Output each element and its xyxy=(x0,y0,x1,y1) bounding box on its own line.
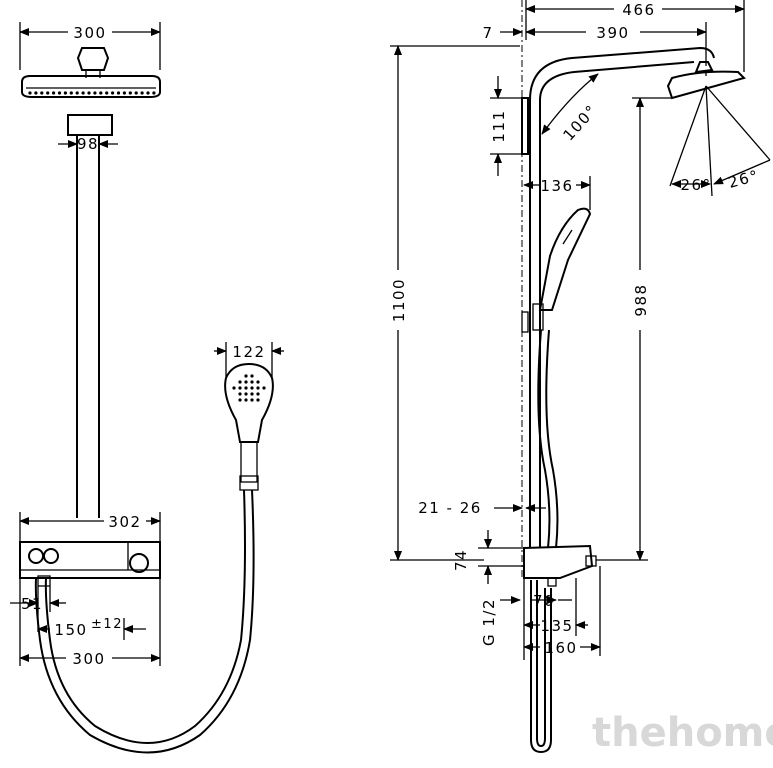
dim-connection-thread: G 1/2 xyxy=(480,598,498,646)
dim-total-height: 1100 xyxy=(390,278,408,322)
dim-head-width: 300 xyxy=(73,24,106,42)
dim-base-width: 300 xyxy=(72,650,105,668)
dim-hand-shower-depth: 136 xyxy=(540,177,573,195)
dim-wall-distance-range: 21 - 26 xyxy=(418,499,482,517)
overhead-shower-head xyxy=(21,47,161,98)
dim-bracket-height: 111 xyxy=(490,109,508,142)
dim-center-tolerance: ±12 xyxy=(91,617,123,632)
hand-shower-side xyxy=(532,207,592,549)
dim-outlet-depth: 70 xyxy=(533,592,555,610)
dim-center-distance: 150 xyxy=(54,621,87,639)
dim-arm-angle: 100° xyxy=(559,101,601,144)
dim-thermostat-depth: 135 xyxy=(540,617,573,635)
thermostat-body xyxy=(19,489,255,754)
dim-spray-angle-right: 26° xyxy=(726,166,761,191)
dim-hand-shower-width: 122 xyxy=(232,343,265,361)
dim-overall-depth: 160 xyxy=(544,639,577,657)
dim-spray-angle-left: 26° xyxy=(680,176,711,194)
dim-total-reach: 466 xyxy=(622,1,655,19)
dim-connection-height: 74 xyxy=(452,549,470,571)
thermostat-side xyxy=(523,544,597,754)
dim-arm-reach: 390 xyxy=(596,24,629,42)
shower-column xyxy=(529,46,715,548)
front-view: 300 98 122 302 51 150 ±12 300 xyxy=(10,22,284,754)
dim-thermostat-width: 302 xyxy=(108,513,141,531)
dim-arm-diameter: 98 xyxy=(77,135,99,153)
dim-head-height: 988 xyxy=(632,283,650,316)
hand-shower-front xyxy=(224,362,274,491)
side-view: 26° 26° 466 7 390 xyxy=(390,0,771,754)
dim-wall-gap: 7 xyxy=(482,24,493,42)
overhead-shower-side xyxy=(666,61,746,100)
watermark-logo: thehome xyxy=(592,710,773,756)
shower-rod xyxy=(67,114,113,518)
dim-side-offset: 51 xyxy=(21,595,43,613)
